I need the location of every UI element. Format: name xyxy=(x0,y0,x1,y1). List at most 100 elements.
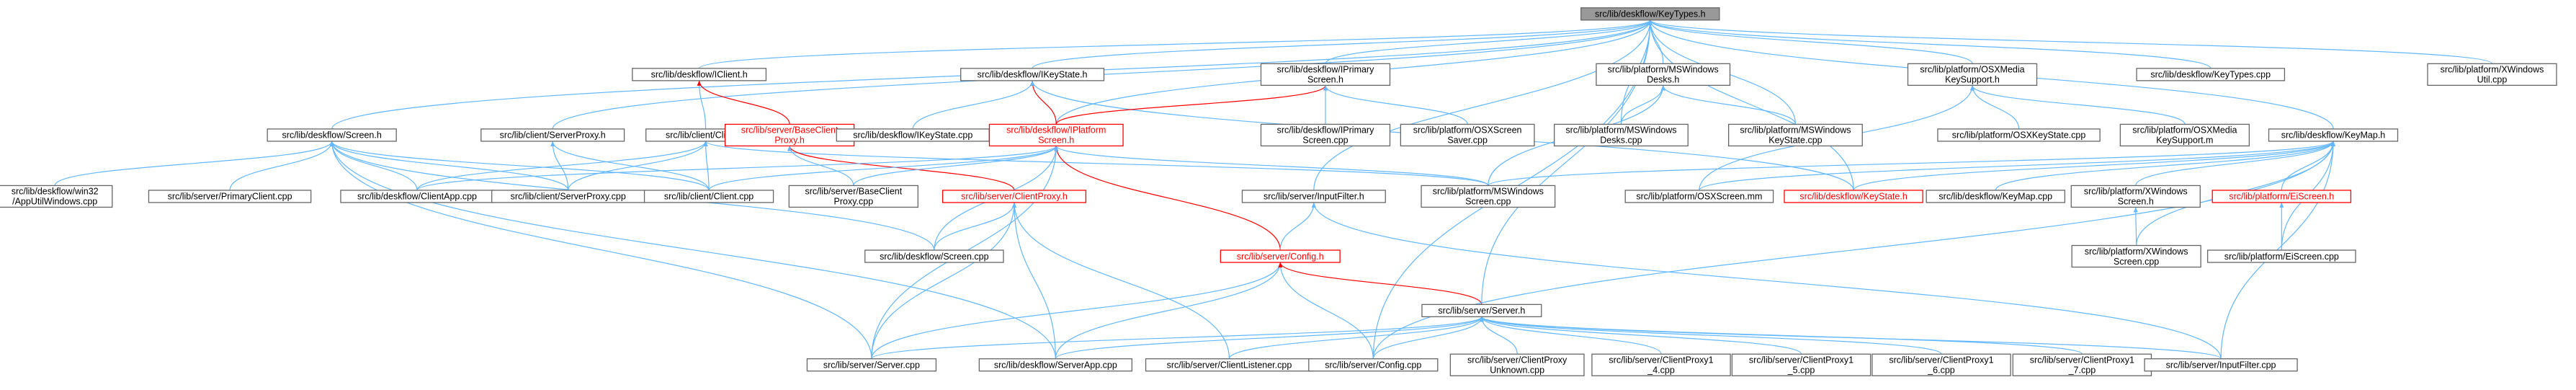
node-label: Proxy.h xyxy=(774,136,804,146)
node-kmc[interactable]: src/lib/deskflow/KeyMap.cpp xyxy=(1926,190,2066,203)
node-cp14[interactable]: src/lib/server/ClientProxy1_4.cpp xyxy=(1591,353,1731,376)
node-k: src/lib/deskflow/KeyTypes.h xyxy=(1580,7,1720,21)
node-box xyxy=(1400,123,1535,147)
node-label: src/lib/client/Client.cpp xyxy=(664,192,753,202)
node-scr[interactable]: src/lib/deskflow/Screen.h xyxy=(267,128,397,142)
node-eisc[interactable]: src/lib/platform/EiScreen.cpp xyxy=(2206,249,2356,263)
node-box xyxy=(0,185,113,208)
edge-osss-to-ips xyxy=(1323,85,1468,125)
node-box xyxy=(1449,353,1585,376)
node-label: src/lib/server/ClientProxy1 xyxy=(1749,355,1853,365)
edge-cch-to-icl xyxy=(697,80,707,129)
node-box xyxy=(1260,63,1391,87)
node-box xyxy=(2012,353,2152,376)
node-box xyxy=(806,358,937,372)
node-label: src/lib/platform/OSXKeyState.cpp xyxy=(1952,130,2086,141)
node-box xyxy=(2268,128,2399,142)
node-box xyxy=(2427,63,2557,87)
edge-arrowhead xyxy=(697,80,702,86)
node-box xyxy=(1784,190,1923,203)
node-box xyxy=(942,190,1087,203)
node-spc[interactable]: src/lib/server/PrimaryClient.cpp xyxy=(148,190,312,203)
edge-arrowhead xyxy=(1011,202,1016,208)
edge-arrowhead xyxy=(2279,202,2284,208)
node-slc[interactable]: src/lib/server/ClientListener.cpp xyxy=(1145,358,1313,372)
node-eis[interactable]: src/lib/platform/EiScreen.h xyxy=(2211,190,2352,203)
node-label: src/lib/server/PrimaryClient.cpp xyxy=(168,192,292,202)
node-cfgc[interactable]: src/lib/server/Config.cpp xyxy=(1308,358,1439,372)
node-dsc[interactable]: src/lib/deskflow/Screen.cpp xyxy=(864,249,1004,263)
node-cspc[interactable]: src/lib/client/ServerProxy.cpp xyxy=(491,190,645,203)
node-label: src/lib/platform/MSWindows xyxy=(1565,125,1676,136)
edge-w32-to-scr xyxy=(54,141,334,186)
node-cac[interactable]: src/lib/deskflow/ClientApp.cpp xyxy=(340,190,494,203)
node-box xyxy=(960,68,1105,81)
node-box xyxy=(1220,249,1341,263)
node-iks[interactable]: src/lib/deskflow/IKeyState.h xyxy=(960,68,1105,81)
node-label: src/lib/platform/EiScreen.h xyxy=(2229,192,2334,202)
edge-arrowhead xyxy=(1030,80,1035,86)
edge-ccc-to-scr xyxy=(329,141,710,191)
node-srv[interactable]: src/lib/server/Server.h xyxy=(1421,303,1542,318)
edge-cp14-to-srv xyxy=(1479,316,1662,355)
node-iksc[interactable]: src/lib/deskflow/IKeyState.cpp xyxy=(836,128,990,142)
node-srvc[interactable]: src/lib/server/Server.cpp xyxy=(806,358,937,372)
node-osxs[interactable]: src/lib/platform/OSXScreen.mm xyxy=(1624,190,1774,203)
edge-srvc-to-srv xyxy=(871,316,1484,360)
node-box xyxy=(480,128,625,142)
edge-sac-to-cfg xyxy=(1055,262,1283,359)
edge-srvc-to-cfg xyxy=(871,262,1283,359)
node-label: src/lib/server/ClientListener.cpp xyxy=(1167,360,1292,371)
node-cp16[interactable]: src/lib/server/ClientProxy1_6.cpp xyxy=(1871,353,2011,376)
node-ccc[interactable]: src/lib/client/Client.cpp xyxy=(643,190,774,203)
node-cfg[interactable]: src/lib/server/Config.h xyxy=(1220,249,1341,263)
node-box xyxy=(1308,358,1439,372)
node-icl[interactable]: src/lib/deskflow/IClient.h xyxy=(632,68,767,81)
edge-ipl-to-iks xyxy=(1030,80,1057,125)
node-box xyxy=(2136,68,2286,81)
node-sif[interactable]: src/lib/server/InputFilter.h xyxy=(1241,190,1386,203)
node-label: src/lib/deskflow/KeyState.h xyxy=(1799,192,1907,202)
node-dks[interactable]: src/lib/deskflow/KeyState.h xyxy=(1784,190,1923,203)
node-label: src/lib/server/InputFilter.cpp xyxy=(2166,360,2276,371)
edge-sac-to-srv xyxy=(1055,316,1484,360)
node-cp15[interactable]: src/lib/server/ClientProxy1_5.cpp xyxy=(1731,353,1871,376)
node-w32[interactable]: src/lib/deskflow/win32/AppUtilWindows.cp… xyxy=(0,185,113,208)
edge-arrowhead xyxy=(1970,85,1975,91)
node-label: _5.cpp xyxy=(1787,365,1815,376)
node-kmh[interactable]: src/lib/deskflow/KeyMap.h xyxy=(2268,128,2399,142)
node-label: Screen.cpp xyxy=(1465,197,1511,207)
node-scp[interactable]: src/lib/server/ClientProxy.h xyxy=(942,190,1087,203)
node-ktcpp[interactable]: src/lib/deskflow/KeyTypes.cpp xyxy=(2136,68,2286,81)
node-osxks[interactable]: src/lib/platform/OSXKeyState.cpp xyxy=(1937,128,2101,142)
node-sifc[interactable]: src/lib/server/InputFilter.cpp xyxy=(2144,358,2298,372)
node-box xyxy=(864,249,1004,263)
edge-arrowhead xyxy=(703,141,708,146)
node-label: src/lib/platform/MSWindows xyxy=(1608,65,1719,75)
edge-sifc-to-srv xyxy=(1479,316,2222,360)
edge-arrowhead xyxy=(787,146,792,151)
node-cp17[interactable]: src/lib/server/ClientProxy1_7.cpp xyxy=(2012,353,2152,376)
node-label: src/lib/platform/XWindows xyxy=(2441,65,2544,75)
node-label: KeySupport.h xyxy=(1945,75,2000,85)
node-sac[interactable]: src/lib/deskflow/ServerApp.cpp xyxy=(978,358,1133,372)
edge-dks-to-kmh xyxy=(1853,141,2336,191)
node-csp[interactable]: src/lib/client/ServerProxy.h xyxy=(480,128,625,142)
